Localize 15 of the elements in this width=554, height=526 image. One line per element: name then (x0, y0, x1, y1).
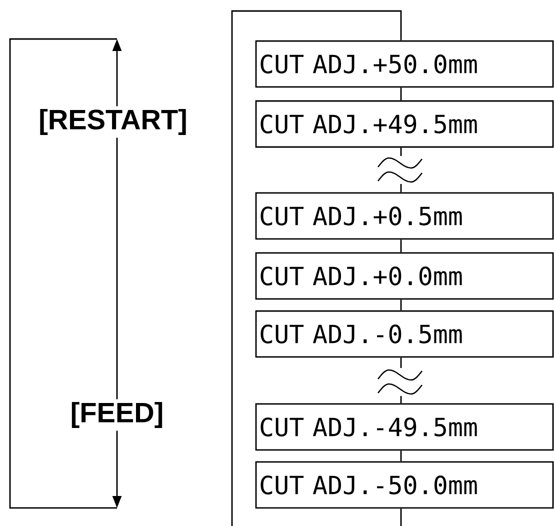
connector-line (400, 450, 402, 462)
connector-line (231, 10, 402, 526)
menu-box: CUT ADJ.-0.5mm (255, 310, 554, 358)
menu-box: CUT ADJ.+50.0mm (255, 40, 554, 88)
connector-line (400, 240, 402, 252)
key-label: [FEED] (68, 400, 166, 430)
connector-line (400, 88, 402, 100)
menu-box: CUT ADJ.+49.5mm (255, 100, 554, 148)
menu-box: CUT ADJ.-50.0mm (255, 461, 554, 509)
menu-box: CUT ADJ.-49.5mm (255, 403, 554, 451)
key-label: [RESTART] (36, 106, 190, 138)
connector-line (116, 138, 118, 400)
menu-box: CUT ADJ.+0.5mm (255, 192, 554, 240)
connector-line (400, 300, 402, 310)
menu-box: CUT ADJ.+0.0mm (255, 252, 554, 300)
